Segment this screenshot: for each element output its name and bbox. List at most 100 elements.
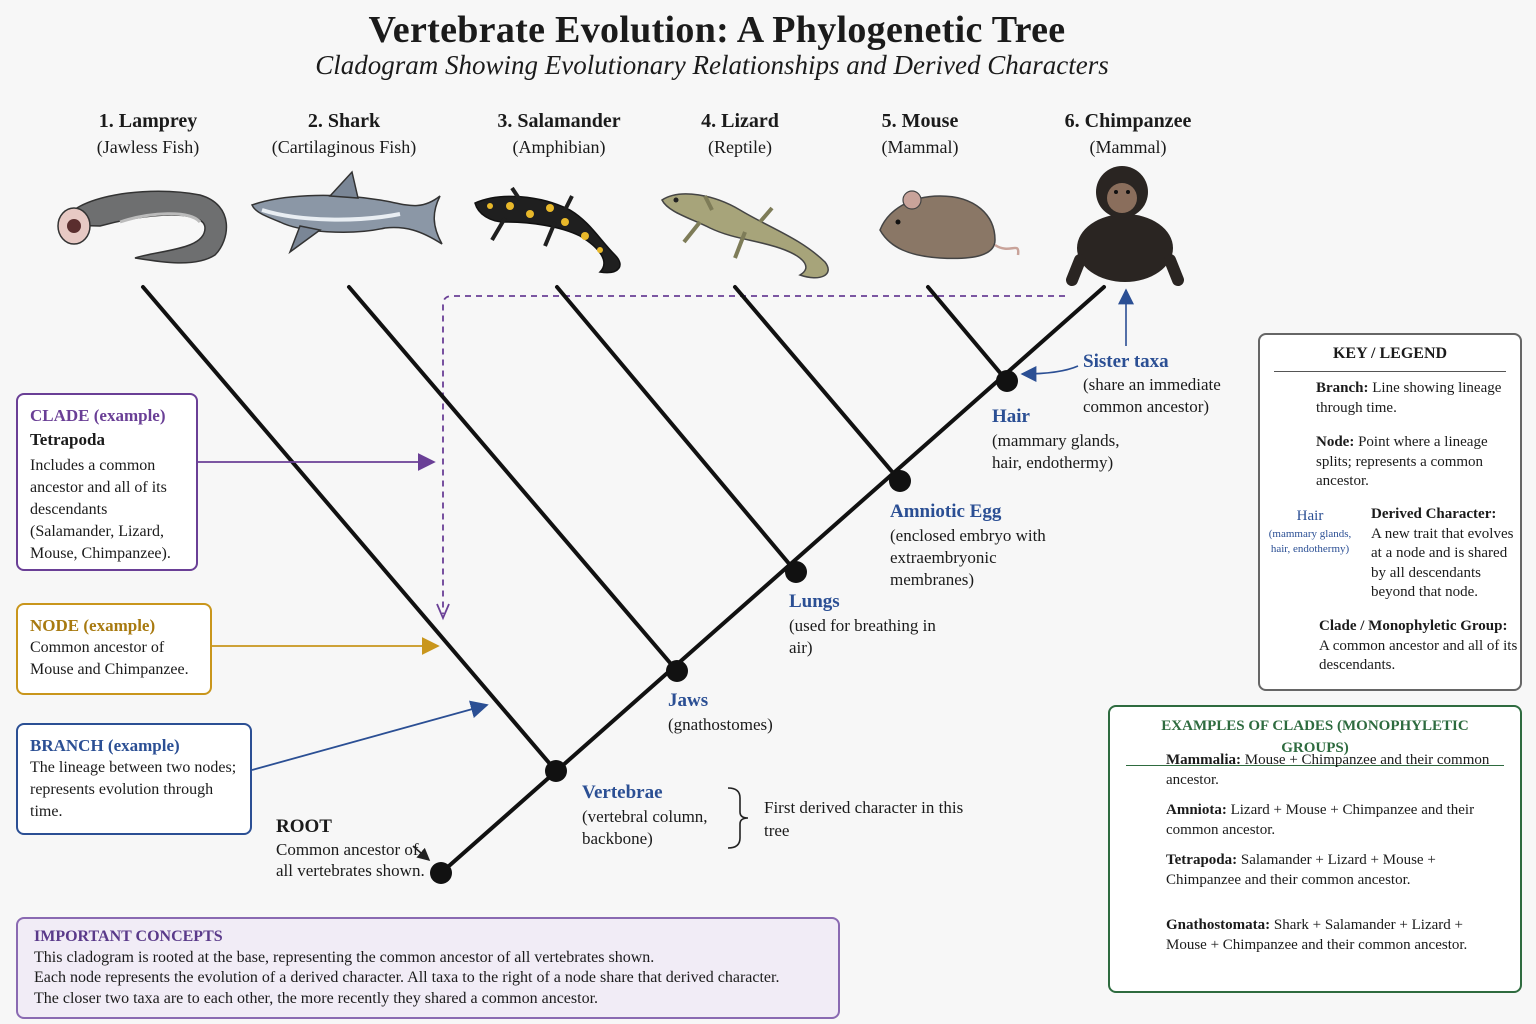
character-desc: (gnathostomes)	[668, 715, 773, 734]
taxon-group: (Cartilaginous Fish)	[271, 137, 417, 157]
shark-illustration	[250, 170, 443, 255]
character-desc: (vertebral column, backbone)	[582, 807, 708, 848]
clade-example-heading: CLADE (example)	[30, 406, 166, 425]
branch-lizard	[733, 285, 902, 483]
taxon-name: 4. Lizard	[701, 110, 779, 132]
root-name: ROOT	[276, 816, 332, 837]
salamander-illustration	[474, 186, 621, 274]
sister-taxa-name: Sister taxa	[1083, 351, 1169, 372]
legend-derived-sample-desc: (mammary glands, hair, endothermy)	[1268, 527, 1352, 555]
clade-text: Lizard + Mouse + Chimpanzee and their co…	[1166, 802, 1475, 838]
clade-term: Gnathostomata:	[1166, 917, 1271, 933]
page-title: Vertebrate Evolution: A Phylogenetic Tre…	[368, 9, 1066, 51]
character-name: Vertebrae	[582, 782, 663, 803]
clade-term: Amniota:	[1166, 802, 1227, 818]
taxon-name: 1. Lamprey	[98, 110, 198, 132]
taxon-label-salamander: 3. Salamander (Amphibian)	[449, 108, 669, 160]
legend-branch-text: Line showing lineage through time.	[1316, 380, 1502, 416]
character-vertebrae: Vertebrae (vertebral column, backbone)	[582, 780, 732, 850]
concepts-line: The closer two taxa are to each other, t…	[34, 989, 599, 1007]
branch-lamprey	[141, 285, 558, 773]
node-example-box: NODE (example) Common ancestor of Mouse …	[16, 603, 212, 695]
legend-derived-term: Derived Character:	[1371, 506, 1497, 522]
branch-mouse	[926, 285, 1009, 383]
node-example-text: Common ancestor of Mouse and Chimpanzee.	[30, 639, 189, 678]
legend-node: Node: Point where a lineage splits; repr…	[1316, 433, 1512, 492]
legend-branch-term: Branch:	[1316, 380, 1369, 396]
clade-text: Shark + Salamander + Lizard + Mouse + Ch…	[1166, 917, 1468, 953]
taxon-name: 6. Chimpanzee	[1064, 110, 1192, 132]
first-character-note: First derived character in this tree	[764, 798, 964, 840]
clade-example-mammalia: Mammalia: Mouse + Chimpanzee and their c…	[1166, 751, 1506, 790]
clade-example-box: CLADE (example) Tetrapoda Includes a com…	[16, 393, 198, 571]
clade-example-amniota: Amniota: Lizard + Mouse + Chimpanzee and…	[1166, 801, 1506, 840]
character-name: Jaws	[668, 690, 709, 711]
sister-taxa-label: Sister taxa (share an immediate common a…	[1083, 350, 1253, 418]
clade-examples-title: EXAMPLES OF CLADES (MONOPHYLETIC GROUPS)	[1126, 715, 1504, 766]
chimpanzee-illustration	[1066, 166, 1184, 286]
taxon-name: 3. Salamander	[497, 110, 621, 132]
important-concepts-box: IMPORTANT CONCEPTS This cladogram is roo…	[16, 917, 840, 1019]
taxon-label-lamprey: 1. Lamprey (Jawless Fish)	[38, 108, 258, 160]
concepts-heading: IMPORTANT CONCEPTS	[34, 928, 223, 945]
legend-clade-term: Clade / Monophyletic Group:	[1319, 618, 1508, 634]
taxon-group: (Mammal)	[1089, 137, 1167, 157]
tree-branches	[141, 285, 1106, 875]
clade-dashed-bracket	[442, 295, 1065, 614]
branch-salamander	[555, 285, 798, 574]
node-hair	[996, 370, 1018, 392]
legend-derived-text: A new trait that evolves at a node and i…	[1371, 525, 1514, 601]
clade-example-gnathostomata: Gnathostomata: Shark + Salamander + Liza…	[1166, 916, 1506, 955]
page-subtitle: Cladogram Showing Evolutionary Relations…	[315, 50, 1109, 80]
taxon-name: 5. Mouse	[881, 110, 959, 132]
legend-derived-sample: Hair (mammary glands, hair, endothermy)	[1264, 507, 1356, 557]
branch-shark	[347, 285, 679, 673]
root-node	[430, 862, 452, 884]
taxon-name: 2. Shark	[307, 110, 381, 132]
clade-example-tetrapoda: Tetrapoda: Salamander + Lizard + Mouse +…	[1166, 851, 1506, 890]
taxon-group: (Mammal)	[881, 137, 959, 157]
taxon-group: (Jawless Fish)	[96, 137, 200, 157]
lamprey-illustration	[57, 190, 228, 264]
character-name: Amniotic Egg	[890, 501, 1002, 522]
branch-example-text: The lineage between two nodes; represent…	[30, 759, 237, 820]
node-jaws	[666, 660, 688, 682]
taxon-group: (Reptile)	[708, 137, 772, 157]
mouse-illustration	[879, 190, 1020, 260]
node-example-heading: NODE (example)	[30, 616, 156, 635]
taxon-label-chimpanzee: 6. Chimpanzee (Mammal)	[1018, 108, 1238, 160]
legend-branch: Branch: Line showing lineage through tim…	[1316, 379, 1516, 418]
legend-clade: Clade / Monophyletic Group: A common anc…	[1319, 617, 1519, 676]
node-vertebrae	[545, 760, 567, 782]
character-desc: (mammary glands, hair, endothermy)	[992, 431, 1120, 472]
taxon-label-shark: 2. Shark (Cartilaginous Fish)	[234, 108, 454, 160]
legend-derived-character: Derived Character: A new trait that evol…	[1371, 505, 1519, 603]
clade-text: Mouse + Chimpanzee and their common ance…	[1166, 752, 1490, 788]
sister-taxa-desc: (share an immediate common ancestor)	[1083, 375, 1221, 416]
tree-nodes	[430, 370, 1018, 884]
root-label: ROOT Common ancestor of all vertebrates …	[276, 815, 426, 881]
taxon-label-mouse: 5. Mouse (Mammal)	[810, 108, 1030, 160]
taxon-group: (Amphibian)	[512, 137, 606, 157]
branch-example-heading: BRANCH (example)	[30, 736, 180, 755]
legend-box: KEY / LEGEND	[1258, 333, 1522, 691]
character-hair: Hair (mammary glands, hair, endothermy)	[992, 404, 1132, 474]
legend-clade-text: A common ancestor and all of its descend…	[1319, 637, 1518, 674]
character-name: Hair	[992, 406, 1030, 427]
node-lungs	[785, 561, 807, 583]
clade-term: Mammalia:	[1166, 752, 1241, 768]
legend-derived-sample-name: Hair	[1296, 508, 1324, 524]
character-desc: (enclosed embryo with extraembryonic mem…	[890, 526, 1046, 589]
character-desc: (used for breathing in air)	[789, 616, 936, 657]
character-jaws: Jaws (gnathostomes)	[668, 688, 798, 736]
branch-example-box: BRANCH (example) The lineage between two…	[16, 723, 252, 835]
concepts-line: Each node represents the evolution of a …	[34, 969, 780, 986]
character-lungs: Lungs (used for breathing in air)	[789, 589, 939, 659]
lizard-illustration	[661, 193, 829, 279]
legend-node-term: Node:	[1316, 434, 1355, 450]
clade-example-name: Tetrapoda	[30, 430, 105, 449]
character-amniotic-egg: Amniotic Egg (enclosed embryo with extra…	[890, 499, 1050, 591]
root-desc: Common ancestor of all vertebrates shown…	[276, 840, 425, 880]
clade-example-text: Includes a common ancestor and all of it…	[30, 457, 171, 562]
